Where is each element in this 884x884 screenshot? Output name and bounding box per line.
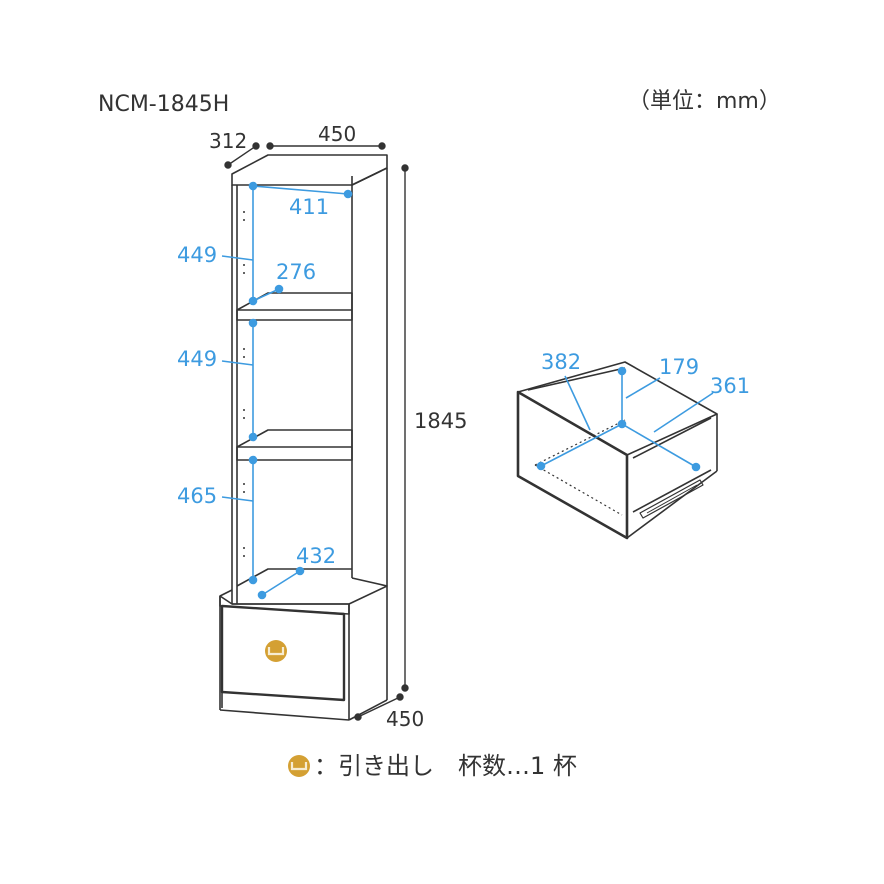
drawer-dimension-lines [536, 366, 714, 472]
legend-handle-icon [288, 755, 310, 777]
drawer-handle-icon [265, 640, 287, 662]
drawer-detail [516, 361, 718, 540]
outer-width-top-label: 450 [318, 122, 357, 146]
drawer-width-label: 382 [541, 350, 582, 374]
drawer-height-label: 179 [659, 355, 700, 379]
unit-note: （単位：mm） [628, 89, 781, 114]
outer-dimension-lines [224, 142, 409, 721]
legend-text: ：引き出し 杯数…1 杯 [314, 752, 577, 780]
drawer-bottom-dotted [534, 419, 626, 516]
shelf-depth-label: 276 [276, 260, 317, 284]
model-name: NCM-1845H [98, 92, 230, 117]
bottom-depth-label: 432 [296, 544, 337, 568]
outer-height-label: 1845 [414, 409, 468, 433]
outer-width-bottom-label: 450 [386, 707, 425, 731]
cabinet [219, 154, 388, 721]
bay3-height-label: 465 [177, 484, 218, 508]
outer-depth-label: 312 [209, 129, 248, 153]
shelf-pin-holes [243, 211, 245, 557]
bay2-height-label: 449 [177, 347, 218, 371]
inner-width-label: 411 [289, 195, 330, 219]
inner-dimension-lines [221, 181, 353, 600]
bay1-height-label: 449 [177, 243, 218, 267]
drawer-depth-label: 361 [710, 374, 751, 398]
